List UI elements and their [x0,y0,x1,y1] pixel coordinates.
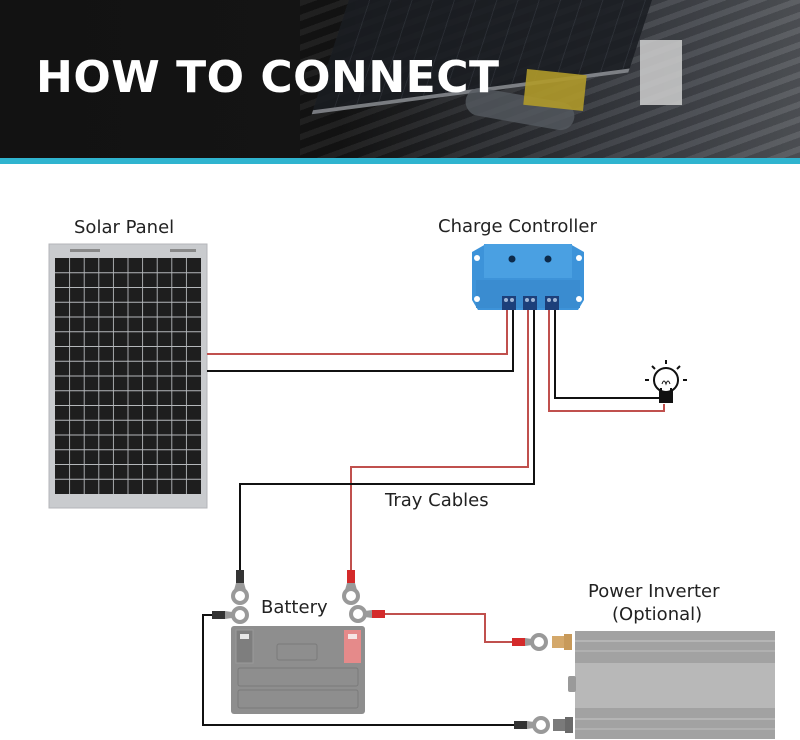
inverter-label-line1: Power Inverter [588,581,720,602]
page-title: HOW TO CONNECT [36,52,500,103]
inverter-negative-terminal [514,716,573,734]
tray-cables-label: Tray Cables [385,490,489,511]
charge-controller-icon [472,244,584,310]
battery-positive-terminal-side [349,605,385,623]
load-negative-wire [554,310,660,399]
solar-positive-wire [207,310,508,355]
battery-label: Battery [261,597,328,618]
tray-cables [202,310,665,726]
battery-icon [231,626,365,714]
load-positive-wire [548,310,665,412]
power-inverter-icon [568,631,775,739]
solar-negative-wire [207,310,514,372]
inverter-positive-wire [384,613,512,643]
battery-negative-wire [239,310,535,571]
inverter-negative-wire [202,614,514,726]
accent-stripe [0,158,800,164]
banner-carton-photo [640,40,682,105]
header-banner: HOW TO CONNECT [0,0,800,160]
light-bulb-icon [645,360,687,403]
charge-controller-label: Charge Controller [438,216,597,237]
solar-panel-icon [48,243,208,509]
inverter-label-line2: (Optional) [612,604,703,625]
solar-panel-label: Solar Panel [74,217,175,238]
battery-negative-terminal-side [212,606,249,624]
battery-positive-terminal-top [342,570,360,605]
inverter-positive-terminal [512,633,572,651]
battery-positive-wire [350,310,529,574]
battery-negative-terminal-top [231,570,249,605]
